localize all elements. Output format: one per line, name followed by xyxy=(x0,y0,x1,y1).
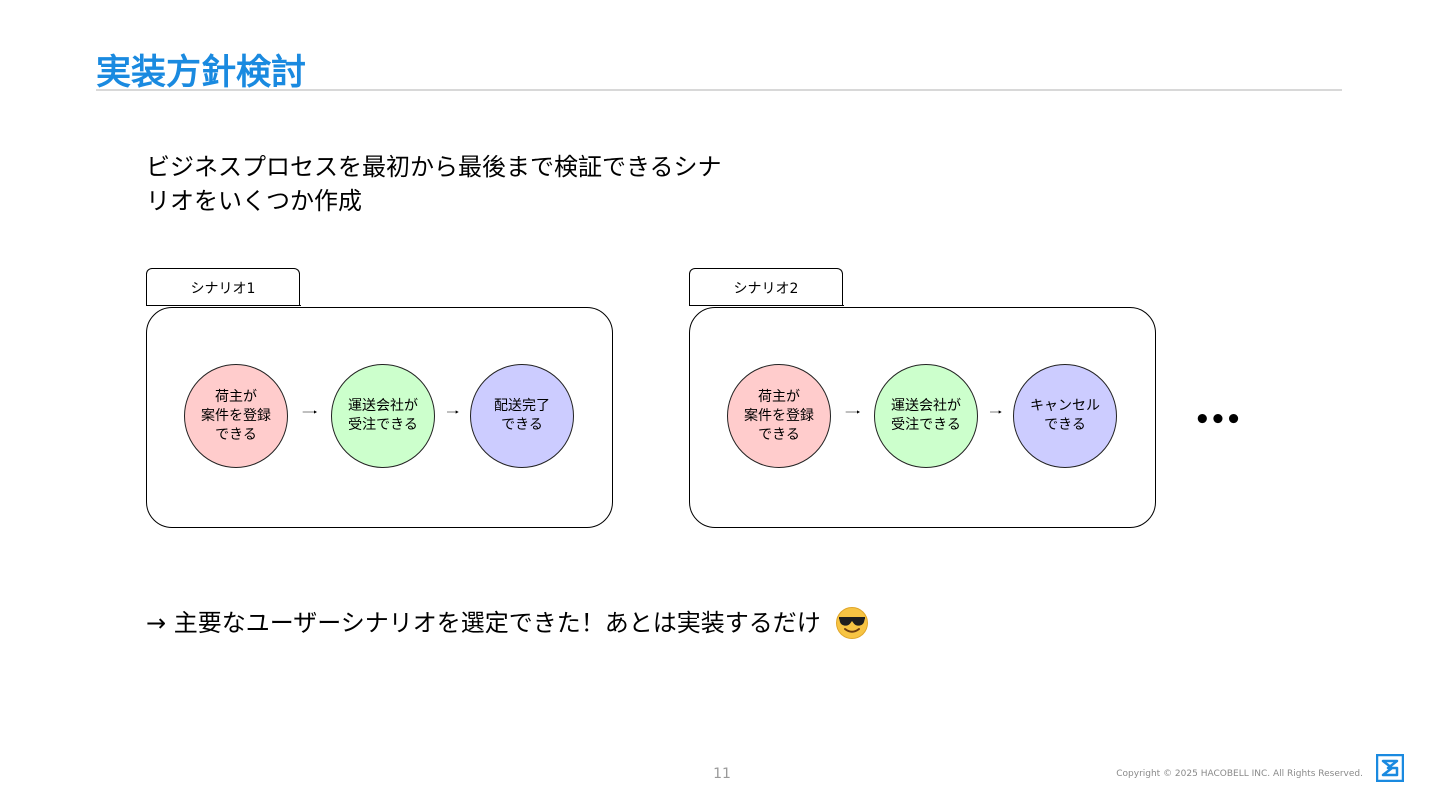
scenario-2-step-2: 運送会社が 受注できる xyxy=(874,364,978,468)
scenario-1-step-1-label: 荷主が 案件を登録 できる xyxy=(201,388,271,443)
scenario-1-step-3: 配送完了 できる xyxy=(470,364,574,468)
scenario-1-step-3-label: 配送完了 できる xyxy=(494,398,550,433)
intro-line-1: ビジネスプロセスを最初から最後まで検証できるシナ xyxy=(146,153,722,181)
title-divider xyxy=(96,89,1342,91)
scenario-2-step-1-label: 荷主が 案件を登録 できる xyxy=(744,388,814,443)
scenario-2-step-3-label: キャンセル できる xyxy=(1030,398,1100,433)
copyright-notice: Copyright © 2025 HACOBELL INC. All Right… xyxy=(1116,769,1363,779)
more-scenarios-ellipsis: ••• xyxy=(1194,405,1242,435)
scenario-1-step-2-label: 運送会社が 受注できる xyxy=(348,398,418,433)
scenario-2-tab: シナリオ2 xyxy=(688,268,844,306)
smiling-face-with-sunglasses-icon xyxy=(835,607,868,639)
scenario-2: シナリオ2 荷主が 案件を登録 できる 運送会社が 受注できる キャンセル でき… xyxy=(688,268,1157,528)
scenario-1: シナリオ1 荷主が 案件を登録 できる 運送会社が 受注できる 配送完了 できる xyxy=(145,268,614,528)
scenario-2-step-3: キャンセル できる xyxy=(1013,364,1117,468)
arrow-icon xyxy=(447,410,459,414)
intro-line-2: リオをいくつか作成 xyxy=(146,187,362,215)
scenario-1-step-2: 運送会社が 受注できる xyxy=(331,364,435,468)
hacobell-logo-icon xyxy=(1376,754,1404,782)
conclusion: → 主要なユーザーシナリオを選定できた！あとは実装するだけ xyxy=(146,604,869,642)
scenario-1-tab: シナリオ1 xyxy=(145,268,301,306)
arrow-icon xyxy=(990,410,1002,414)
conclusion-text: → 主要なユーザーシナリオを選定できた！あとは実装するだけ xyxy=(146,609,821,637)
scenario-2-label: シナリオ2 xyxy=(733,280,799,297)
scenario-1-step-1: 荷主が 案件を登録 できる xyxy=(184,364,288,468)
intro-text: ビジネスプロセスを最初から最後まで検証できるシナ リオをいくつか作成 xyxy=(146,150,806,218)
arrow-icon xyxy=(302,410,317,414)
arrow-icon xyxy=(845,410,860,414)
scenario-2-step-1: 荷主が 案件を登録 できる xyxy=(727,364,831,468)
scenario-1-label: シナリオ1 xyxy=(190,280,256,297)
page-title: 実装方針検討 xyxy=(96,53,307,93)
page-number: 11 xyxy=(713,766,731,782)
scenario-2-step-2-label: 運送会社が 受注できる xyxy=(891,398,961,433)
